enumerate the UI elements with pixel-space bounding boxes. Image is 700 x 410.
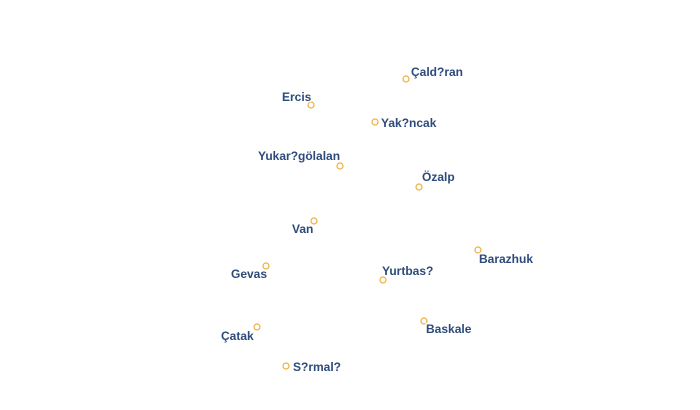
place-label: Yurtbas?: [382, 264, 433, 278]
place-ercis[interactable]: Ercis: [280, 88, 315, 109]
place-label: Gevas: [231, 267, 267, 281]
place-marker[interactable]: [474, 246, 482, 254]
place-label: Ercis: [282, 90, 312, 104]
place-label: Barazhuk: [479, 252, 533, 266]
place-yukarigolalan[interactable]: Yukar?gölalan: [256, 147, 344, 170]
place-yurtbasi[interactable]: Yurtbas?: [379, 262, 435, 284]
place-label: Yak?ncak: [381, 116, 437, 130]
place-label: Yukar?gölalan: [258, 149, 340, 163]
place-catak[interactable]: Çatak: [219, 323, 261, 345]
place-baskale[interactable]: Baskale: [420, 317, 473, 338]
place-barazhuk[interactable]: Barazhuk: [474, 246, 535, 268]
place-label: Özalp: [422, 169, 455, 184]
place-label: S?rmal?: [293, 360, 341, 374]
place-label: Çald?ran: [411, 65, 463, 79]
place-label: Çatak: [221, 329, 254, 343]
place-marker[interactable]: [253, 323, 261, 331]
place-marker[interactable]: [402, 75, 410, 83]
place-label: Baskale: [426, 322, 472, 336]
place-ozalp[interactable]: Özalp: [415, 167, 456, 191]
place-marker[interactable]: [379, 276, 387, 284]
place-van[interactable]: Van: [290, 217, 318, 238]
place-sirmali[interactable]: S?rmal?: [282, 358, 343, 376]
place-gevas[interactable]: Gevas: [229, 262, 270, 283]
place-marker[interactable]: [371, 118, 379, 126]
place-yakincak[interactable]: Yak?ncak: [371, 114, 438, 132]
place-marker[interactable]: [307, 101, 315, 109]
place-marker[interactable]: [282, 362, 290, 370]
place-marker[interactable]: [336, 162, 344, 170]
place-marker[interactable]: [310, 217, 318, 225]
place-marker[interactable]: [262, 262, 270, 270]
place-marker[interactable]: [415, 183, 423, 191]
place-label: Van: [292, 222, 313, 236]
place-caldiran[interactable]: Çald?ran: [402, 63, 465, 83]
place-marker[interactable]: [420, 317, 428, 325]
